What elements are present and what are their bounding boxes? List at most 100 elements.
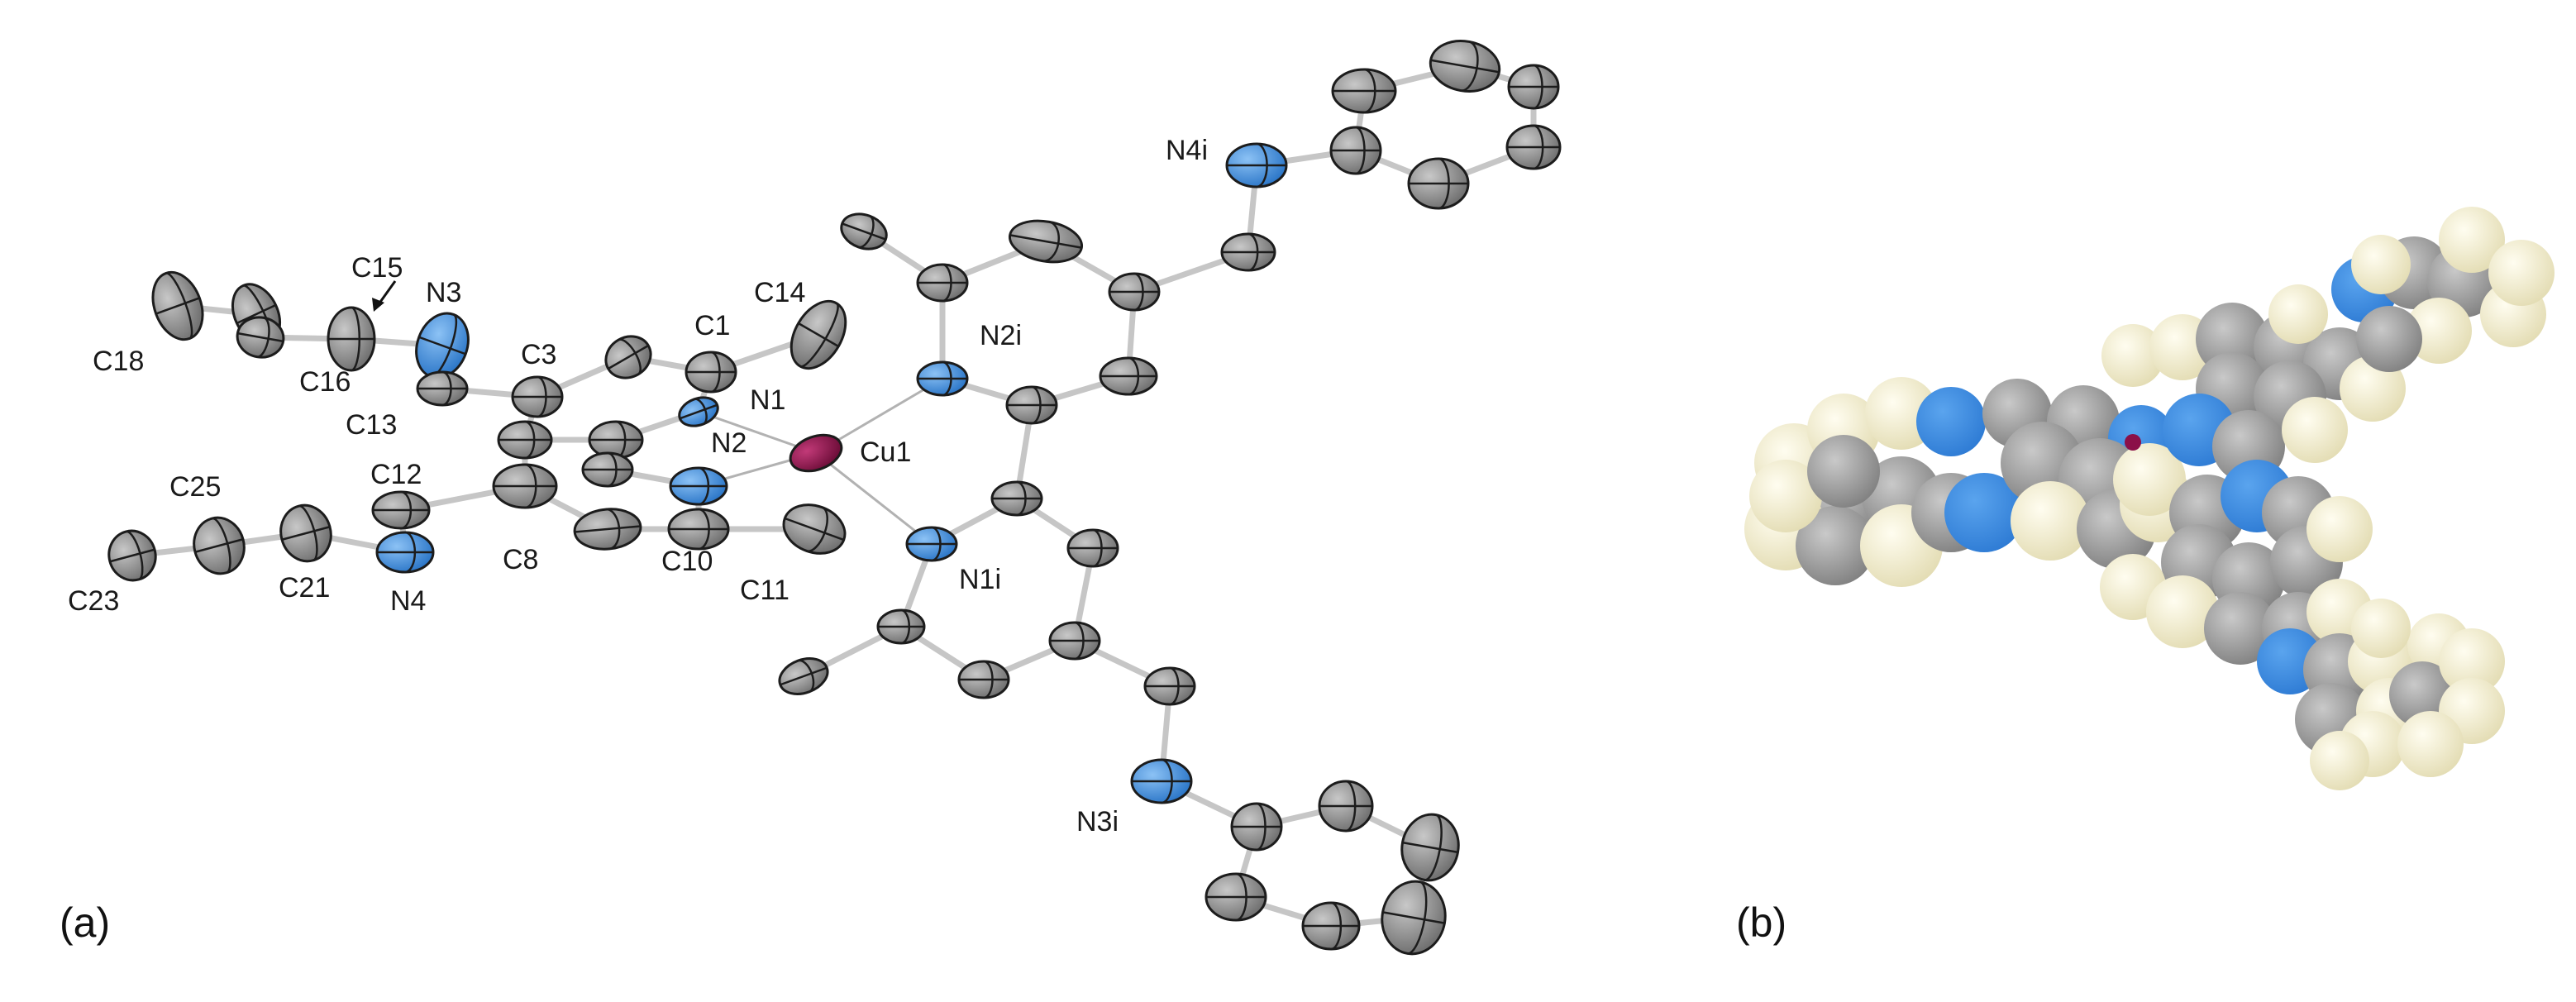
atom-ellipsoid-c43 xyxy=(957,660,1010,699)
space-filling-model xyxy=(1744,207,2555,790)
sphere-cu xyxy=(2125,434,2141,451)
atom-ellipsoid-n4i xyxy=(1225,142,1288,188)
atom-ellipsoid-c34 xyxy=(1331,68,1397,114)
sphere-h xyxy=(2439,628,2505,694)
atom-ellipsoid-c15 xyxy=(327,306,376,372)
sphere-h xyxy=(2282,397,2348,463)
label-N2i: N2i xyxy=(980,320,1022,351)
atom-ellipsoid-c36 xyxy=(1507,64,1560,110)
sphere-h xyxy=(2351,599,2411,658)
atom-ellipsoid-c47 xyxy=(1205,872,1267,922)
atom-ellipsoid-c22 xyxy=(279,503,332,563)
sphere-c xyxy=(2356,306,2422,372)
atom-ellipsoid-n3i xyxy=(1130,758,1193,804)
atom-ellipsoid-c30 xyxy=(1005,385,1058,425)
atom-ellipsoid-n2i xyxy=(916,360,969,397)
sphere-h xyxy=(2306,496,2373,562)
atom-ellipsoid-c46 xyxy=(1230,802,1283,852)
atom-ellipsoid-cu1 xyxy=(789,433,843,473)
atom-ellipsoid-c39 xyxy=(990,480,1043,517)
atom-ellipsoid-c28 xyxy=(1008,219,1084,264)
label-N1i: N1i xyxy=(959,564,1001,595)
label-C16: C16 xyxy=(299,366,351,398)
atom-ellipsoid-c38 xyxy=(1407,157,1470,210)
atom-ellipsoid-c14 xyxy=(789,299,847,370)
atom-ellipsoid-c45 xyxy=(1143,666,1196,706)
label-Cu1: Cu1 xyxy=(860,437,911,468)
label-N3i: N3i xyxy=(1076,806,1119,837)
atom-ellipsoid-c1 xyxy=(685,351,737,394)
atom-ellipsoid-c35 xyxy=(1429,40,1501,93)
atom-ellipsoid-c50 xyxy=(1400,813,1460,882)
label-C23: C23 xyxy=(68,585,119,617)
sphere-h xyxy=(2488,240,2555,306)
label-N3: N3 xyxy=(426,277,461,308)
sphere-h xyxy=(2113,443,2186,516)
label-C21: C21 xyxy=(279,572,330,604)
atom-ellipsoid-c5 xyxy=(588,420,644,460)
atom-ellipsoid-c9 xyxy=(573,508,642,551)
sphere-h xyxy=(2397,711,2464,777)
atom-ellipsoid-c16b xyxy=(236,316,285,359)
atom-ellipsoid-c31 xyxy=(1099,356,1158,396)
atom-ellipsoid-c12 xyxy=(371,490,431,530)
atom-ellipsoid-c26 xyxy=(916,263,969,303)
sphere-h xyxy=(2310,731,2369,790)
panel-label-a: (a) xyxy=(60,899,110,946)
atom-ellipsoid-c37 xyxy=(1505,124,1562,170)
atom-ellipsoid-c7 xyxy=(492,463,558,509)
atom-ellipsoid-c51 xyxy=(1318,780,1374,833)
atom-ellipsoid-n4 xyxy=(375,531,435,574)
label-C10: C10 xyxy=(661,546,713,577)
sphere-h xyxy=(2146,575,2219,648)
atom-ellipsoid-c32 xyxy=(1220,232,1276,272)
atom-ellipsoid-n1 xyxy=(678,396,719,427)
atom-ellipsoid-c18 xyxy=(151,270,204,341)
sphere-h xyxy=(2011,481,2090,561)
label-N4i: N4i xyxy=(1166,135,1208,166)
atom-ellipsoid-c48 xyxy=(1301,901,1361,951)
atom-ellipsoid-c6 xyxy=(581,451,634,488)
atom-labels: C18 C15 N3 C16 C3 C1 C14 N1 C13 N2 Cu1 N… xyxy=(68,135,1208,837)
sphere-h xyxy=(2351,235,2411,294)
atom-ellipsoid-c13 xyxy=(416,370,469,407)
atom-ellipsoid-c44 xyxy=(1048,621,1101,661)
atom-ellipsoid-n2 xyxy=(669,466,728,506)
sphere-n xyxy=(1916,387,1986,456)
label-C11: C11 xyxy=(740,575,789,606)
sphere-h xyxy=(2101,324,2164,387)
atom-ellipsoid-c33 xyxy=(1329,126,1382,175)
atom-ellipsoid-c11 xyxy=(782,503,847,555)
atom-ellipsoid-c10 xyxy=(667,508,730,551)
label-N4: N4 xyxy=(390,585,426,617)
atom-ellipsoid-c23b xyxy=(107,529,157,582)
label-N2: N2 xyxy=(711,427,747,459)
molecule-atoms xyxy=(107,40,1562,956)
atom-ellipsoid-c2 xyxy=(604,335,652,379)
label-C8: C8 xyxy=(503,544,538,575)
label-C25: C25 xyxy=(169,471,221,503)
sphere-n xyxy=(1944,473,2024,552)
sphere-h xyxy=(2439,207,2505,273)
label-C3: C3 xyxy=(521,339,556,370)
sphere-h xyxy=(1749,460,1822,532)
label-C18: C18 xyxy=(93,346,144,377)
atom-ellipsoid-c49 xyxy=(1381,880,1447,956)
atom-ellipsoid-c41 xyxy=(876,608,926,645)
atom-ellipsoid-c40 xyxy=(1066,528,1119,568)
atom-ellipsoid-n1i xyxy=(905,526,958,562)
panel-label-b: (b) xyxy=(1736,899,1787,946)
label-C13: C13 xyxy=(346,409,397,441)
sphere-h xyxy=(2406,298,2472,364)
sphere-h xyxy=(2268,284,2328,344)
atom-ellipsoid-c29 xyxy=(1108,272,1161,312)
sphere-c xyxy=(1807,435,1880,508)
sphere-c xyxy=(1796,506,1875,585)
label-C14: C14 xyxy=(754,277,805,308)
label-N1: N1 xyxy=(750,384,785,416)
label-C1: C1 xyxy=(694,310,730,341)
atom-ellipsoid-c24 xyxy=(193,516,246,575)
label-C15: C15 xyxy=(351,252,403,284)
panel-a-ortep: C18 C15 N3 C16 C3 C1 C14 N1 C13 N2 Cu1 N… xyxy=(60,40,1562,956)
